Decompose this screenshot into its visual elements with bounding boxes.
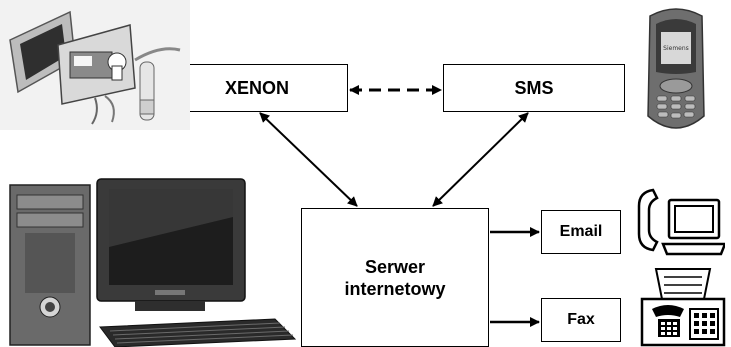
phone-screen-text: Siemens [663,45,689,52]
xenon-device-photo-icon [0,0,190,130]
xenon-server-arrow [259,112,358,207]
fax-machine-icon [640,268,726,347]
sms-server-arrow [432,112,529,207]
mobile-phone-photo-icon: Siemens [647,8,705,129]
server-label-line2: internetowy [344,278,446,299]
fax-box: Fax [541,298,621,342]
xenon-box: XENON [166,64,348,112]
xenon-label: XENON [224,78,289,98]
email-box: Email [541,210,621,254]
sms-box: SMS [443,64,625,112]
email-label: Email [559,223,603,240]
server-box: Serwer internetowy [301,208,489,347]
telephone-monitor-icon [637,188,725,256]
server-label-line1: Serwer [364,256,426,277]
desktop-computer-photo-icon [9,178,297,347]
sms-label: SMS [514,78,554,98]
fax-label: Fax [567,311,595,328]
